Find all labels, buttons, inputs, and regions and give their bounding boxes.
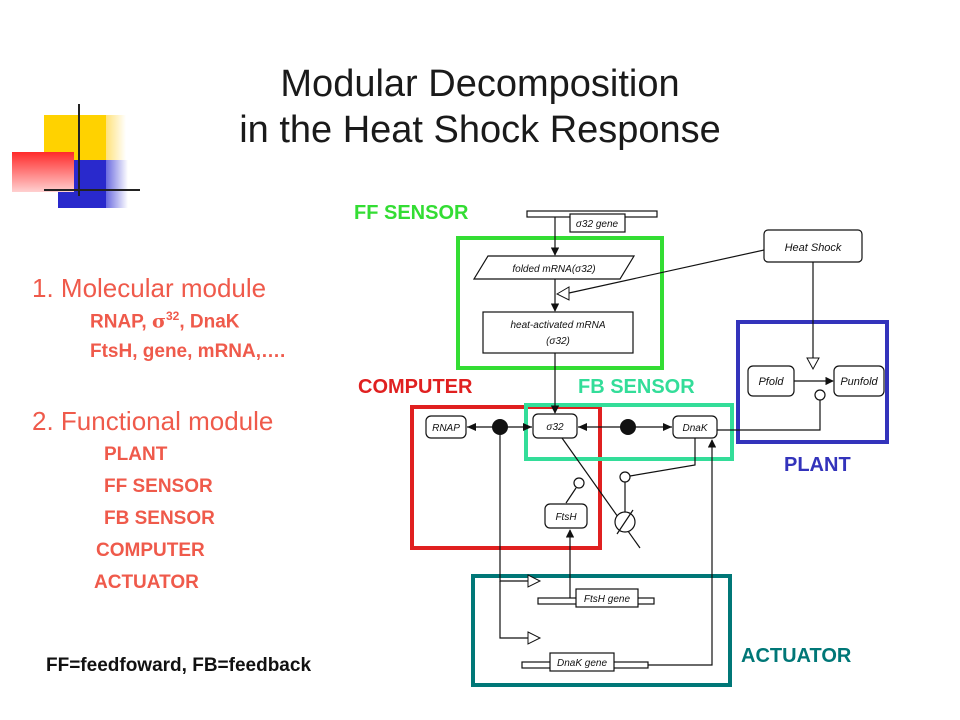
functional-item-ff-sensor: FF SENSOR bbox=[104, 476, 213, 497]
heat-shock-text: Heat Shock bbox=[785, 242, 842, 254]
molecular-module-line-1: RNAP, σ32, DnaK bbox=[90, 309, 240, 333]
sigma32-text: σ32 bbox=[546, 422, 564, 433]
ftsh-catalysis-circle bbox=[573, 477, 585, 489]
label-plant: PLANT bbox=[784, 454, 851, 476]
heat-activated-mrna-text-1: heat-activated mRNA bbox=[510, 320, 605, 331]
punfold-text: Punfold bbox=[840, 376, 878, 388]
functional-module-heading: 2. Functional module bbox=[32, 406, 274, 436]
rnap-sigma32-complex-dot bbox=[492, 419, 508, 435]
dnak-catalysis-circle bbox=[619, 471, 631, 483]
complex-to-ftsh-gene-line bbox=[499, 435, 528, 582]
footer-note: FF=feedfoward, FB=feedback bbox=[46, 655, 312, 676]
ff-sensor-box bbox=[456, 236, 664, 370]
heat-shock-to-mrna-line bbox=[568, 249, 765, 294]
heat-shock-plant-marker bbox=[806, 357, 820, 371]
complex-to-dnak-gene-line bbox=[499, 581, 528, 639]
punfold-node bbox=[833, 365, 885, 397]
folded-mrna-text: folded mRNA(σ32) bbox=[512, 264, 595, 275]
label-actuator: ACTUATOR bbox=[741, 645, 852, 667]
decor-yellow-fade bbox=[106, 115, 126, 160]
sigma32-dnak-complex-dot bbox=[620, 419, 636, 435]
heat-activated-mrna-text-2: (σ32) bbox=[546, 336, 570, 347]
heat-shock-stimulation-marker bbox=[555, 286, 570, 301]
sigma32-gene-text: σ32 gene bbox=[576, 219, 619, 230]
plant-catalysis-circle bbox=[814, 389, 826, 401]
rnap-text: RNAP bbox=[432, 423, 460, 434]
dnak-gene-text: DnaK gene bbox=[557, 658, 607, 669]
computer-box bbox=[410, 405, 602, 550]
label-ff-sensor: FF SENSOR bbox=[354, 202, 469, 224]
dnak-gene-stimulation-marker bbox=[527, 631, 542, 645]
ftsh-gene-text: FtsH gene bbox=[584, 594, 631, 605]
actuator-box bbox=[471, 574, 732, 687]
functional-item-computer: COMPUTER bbox=[96, 540, 205, 561]
ftsh-node bbox=[544, 503, 588, 529]
decor-horizontal-line bbox=[44, 189, 140, 191]
dnak-text: DnaK bbox=[682, 423, 708, 434]
sigma-symbol: σ bbox=[151, 310, 166, 333]
sigma-superscript: 32 bbox=[165, 309, 180, 323]
decor-blue-shadow bbox=[106, 160, 128, 208]
dnak-to-circle-line bbox=[629, 438, 696, 477]
degradation-sink-slash bbox=[616, 509, 634, 535]
decor-red-square bbox=[12, 152, 74, 192]
ftsh-text: FtsH bbox=[555, 512, 577, 523]
ftsh-to-circle-line bbox=[565, 487, 577, 504]
label-fb-sensor: FB SENSOR bbox=[578, 376, 695, 398]
sigma32-arrowhead-left bbox=[523, 423, 532, 431]
page-title: Modular Decomposition in the Heat Shock … bbox=[150, 62, 810, 153]
heat-activated-mrna-node bbox=[482, 311, 634, 354]
functional-item-plant: PLANT bbox=[104, 444, 168, 465]
rnap-arrowhead bbox=[467, 423, 476, 431]
dnak-arrowhead bbox=[663, 423, 672, 431]
dnak-gene-to-dnak-arrow bbox=[648, 439, 717, 666]
dnak-gene-node bbox=[549, 652, 615, 672]
sigma32-gene-node bbox=[569, 213, 626, 233]
functional-item-actuator: ACTUATOR bbox=[94, 572, 199, 593]
sigma32-arrowhead-right bbox=[578, 423, 587, 431]
plant-to-dnak-line bbox=[691, 400, 821, 435]
ftsh-gene-stimulation-marker bbox=[527, 574, 542, 588]
pfold-text: Pfold bbox=[758, 376, 784, 388]
fb-sensor-box bbox=[524, 403, 734, 461]
folded-mrna-node bbox=[472, 255, 636, 280]
decor-vertical-line bbox=[78, 104, 80, 196]
functional-item-fb-sensor: FB SENSOR bbox=[104, 508, 215, 529]
rnap-node bbox=[425, 415, 467, 439]
decor-corner bbox=[0, 0, 140, 230]
molecular-module-line-2: FtsH, gene, mRNA,…. bbox=[90, 341, 286, 362]
label-computer: COMPUTER bbox=[358, 376, 473, 398]
sigma32-node bbox=[532, 413, 578, 439]
molecular-module-heading: 1. Molecular module bbox=[32, 273, 267, 303]
title-line-1: Modular Decomposition bbox=[280, 63, 680, 105]
ftsh-gene-node bbox=[575, 588, 639, 608]
title-line-2: in the Heat Shock Response bbox=[239, 108, 721, 151]
